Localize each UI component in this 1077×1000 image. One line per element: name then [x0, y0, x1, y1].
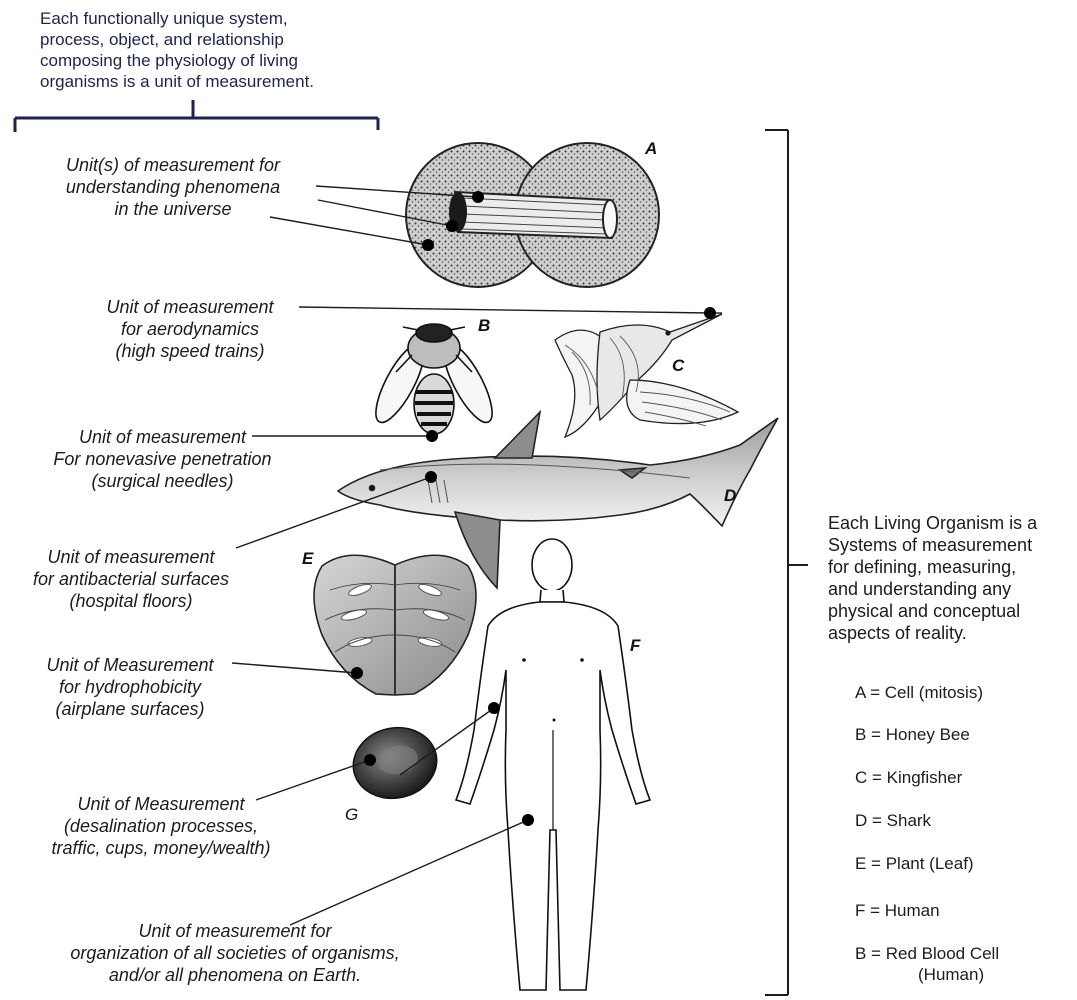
annotation-line: Unit of Measurement	[20, 654, 240, 676]
annotation-antibacterial: Unit of measurement for antibacterial su…	[0, 546, 262, 612]
honey-bee-illustration	[367, 324, 501, 434]
legend-item-red-blood-cell: B = Red Blood Cell	[855, 943, 999, 964]
figure-letter-f: F	[630, 636, 640, 656]
annotation-line: traffic, cups, money/wealth)	[30, 837, 292, 859]
figure-letter-d: D	[724, 486, 736, 506]
annotation-line: for aerodynamics	[80, 318, 300, 340]
annotation-line: for hydrophobicity	[20, 676, 240, 698]
cell-mitosis-illustration	[406, 143, 659, 287]
human-figure-illustration	[456, 539, 650, 990]
annotation-aerodynamics: Unit of measurement for aerodynamics (hi…	[80, 296, 300, 362]
figure-letter-g: G	[345, 805, 358, 825]
annotation-line: Unit of measurement	[0, 546, 262, 568]
annotation-penetration: Unit of measurement For nonevasive penet…	[30, 426, 295, 492]
annotation-phenomena: Unit(s) of measurement for understanding…	[28, 154, 318, 220]
side-note-line: and understanding any	[828, 578, 1073, 600]
legend-item-red-blood-cell-sub: (Human)	[918, 964, 984, 985]
annotation-line: Unit of measurement	[80, 296, 300, 318]
annotation-line: For nonevasive penetration	[30, 448, 295, 470]
annotation-line: (high speed trains)	[80, 340, 300, 362]
annotation-line: in the universe	[28, 198, 318, 220]
legend-item-human: F = Human	[855, 900, 940, 921]
annotation-line: (hospital floors)	[0, 590, 262, 612]
side-note-line: aspects of reality.	[828, 622, 1073, 644]
annotation-line: Unit of measurement for	[30, 920, 440, 942]
annotation-line: understanding phenomena	[28, 176, 318, 198]
figure-letter-c: C	[672, 356, 684, 376]
right-bracket	[765, 130, 808, 995]
annotation-organization: Unit of measurement for organization of …	[30, 920, 440, 986]
annotation-line: Unit of Measurement	[30, 793, 292, 815]
top-note: Each functionally unique system, process…	[40, 8, 400, 92]
side-note: Each Living Organism is a Systems of mea…	[828, 512, 1073, 644]
kingfisher-illustration	[555, 314, 738, 437]
legend-item-plant-leaf: E = Plant (Leaf)	[855, 853, 974, 874]
top-note-line: organisms is a unit of measurement.	[40, 71, 400, 92]
legend-item-honey-bee: B = Honey Bee	[855, 724, 970, 745]
side-note-line: Systems of measurement	[828, 534, 1073, 556]
side-note-line: Each Living Organism is a	[828, 512, 1073, 534]
annotation-hydrophobicity: Unit of Measurement for hydrophobicity (…	[20, 654, 240, 720]
annotation-line: (desalination processes,	[30, 815, 292, 837]
monstera-leaf-illustration	[314, 555, 476, 695]
annotation-desalination: Unit of Measurement (desalination proces…	[30, 793, 292, 859]
top-bracket	[15, 100, 378, 132]
legend-item-kingfisher: C = Kingfisher	[855, 767, 962, 788]
annotation-line: Unit(s) of measurement for	[28, 154, 318, 176]
top-note-line: composing the physiology of living	[40, 50, 400, 71]
legend-item-cell: A = Cell (mitosis)	[855, 682, 983, 703]
side-note-line: for defining, measuring,	[828, 556, 1073, 578]
annotation-line: Unit of measurement	[30, 426, 295, 448]
figure-letter-a: A	[645, 139, 657, 159]
side-note-line: physical and conceptual	[828, 600, 1073, 622]
top-note-line: Each functionally unique system,	[40, 8, 400, 29]
annotation-line: and/or all phenomena on Earth.	[30, 964, 440, 986]
annotation-line: (airplane surfaces)	[20, 698, 240, 720]
annotation-line: (surgical needles)	[30, 470, 295, 492]
figure-letter-e: E	[302, 549, 313, 569]
legend-item-shark: D = Shark	[855, 810, 931, 831]
figure-letter-b: B	[478, 316, 490, 336]
annotation-line: organization of all societies of organis…	[30, 942, 440, 964]
annotation-line: for antibacterial surfaces	[0, 568, 262, 590]
top-note-line: process, object, and relationship	[40, 29, 400, 50]
